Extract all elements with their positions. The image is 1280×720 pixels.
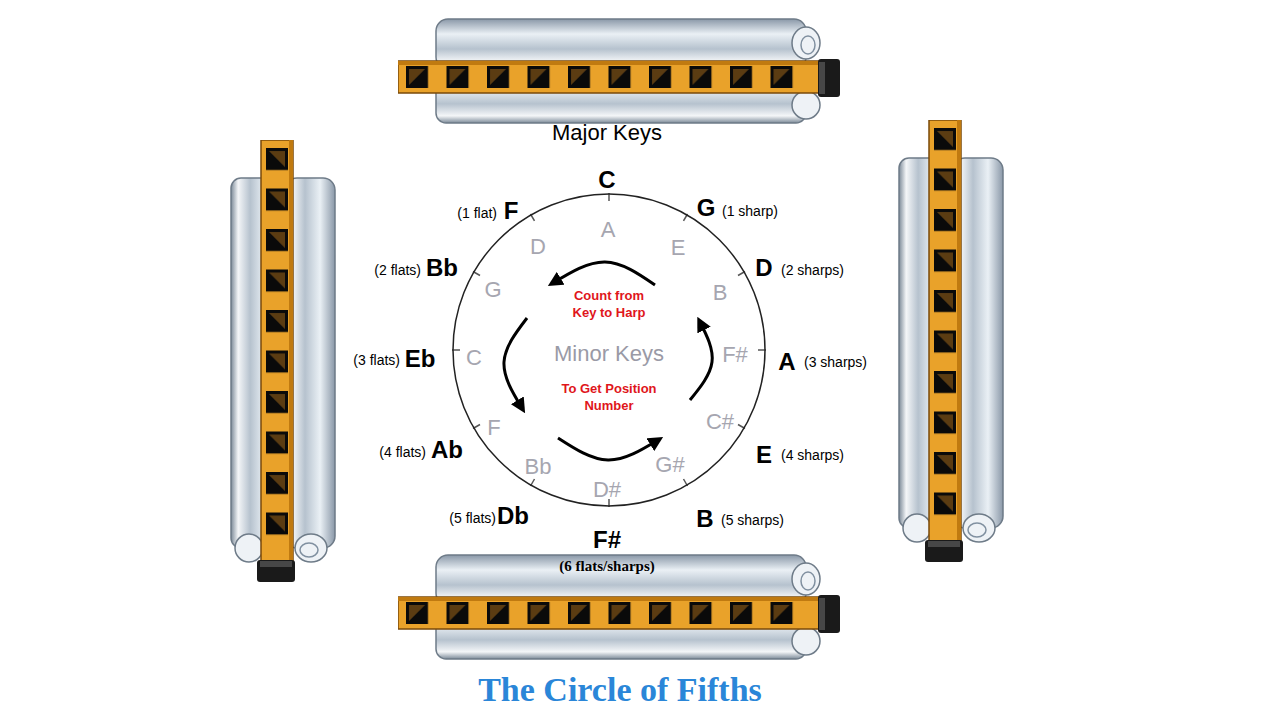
key-signature-note: (3 sharps): [804, 355, 867, 369]
minor-key-label: D: [530, 236, 546, 258]
major-key-label: Bb: [426, 256, 458, 280]
key-signature-note: (3 flats): [353, 353, 400, 367]
harmonica-bottom: [398, 555, 840, 659]
section-heading: Major Keys: [552, 122, 662, 144]
minor-key-label: G#: [655, 454, 684, 476]
minor-key-label: C#: [706, 411, 734, 433]
major-key-label: Ab: [431, 438, 463, 462]
harmonica-left: [231, 140, 335, 582]
minor-key-label: D#: [593, 479, 621, 501]
circle-ticks: [452, 193, 766, 507]
key-signature-note: (2 sharps): [781, 263, 844, 277]
key-signature-note: (6 flats/sharps): [559, 559, 654, 574]
key-signature-note: (5 sharps): [721, 513, 784, 527]
harmonica-top: [398, 19, 840, 123]
major-key-label: A: [778, 350, 795, 374]
instruction-text: To Get Position Number: [554, 381, 664, 415]
major-key-label: D: [755, 256, 772, 280]
direction-arrow: [553, 262, 655, 285]
major-key-label: Db: [497, 504, 529, 528]
key-signature-note: (5 flats): [449, 511, 496, 525]
circle-heading: Minor Keys: [554, 343, 664, 365]
major-key-label: F: [504, 199, 519, 223]
minor-key-label: E: [671, 237, 686, 259]
diagram-title: The Circle of Fifths: [478, 673, 762, 707]
key-signature-note: (1 flat): [457, 206, 497, 220]
key-signature-note: (1 sharp): [722, 204, 778, 218]
minor-key-label: B: [713, 282, 728, 304]
direction-arrow: [558, 438, 658, 460]
harmonica-right: [899, 120, 1003, 562]
minor-key-label: Bb: [525, 456, 552, 478]
major-key-label: B: [696, 507, 713, 531]
major-key-label: C: [598, 168, 615, 192]
circle-outline: [453, 194, 765, 506]
instruction-text: Count from Key to Harp: [564, 288, 654, 322]
major-key-label: F#: [593, 528, 621, 552]
key-signature-note: (4 sharps): [781, 448, 844, 462]
minor-key-label: C: [466, 347, 482, 369]
major-key-label: Eb: [405, 347, 436, 371]
major-key-label: G: [697, 196, 716, 220]
key-signature-note: (4 flats): [379, 445, 426, 459]
major-key-label: E: [756, 443, 772, 467]
direction-arrow: [504, 318, 527, 408]
direction-arrow: [690, 322, 712, 400]
minor-key-label: G: [484, 279, 501, 301]
minor-key-label: F#: [722, 344, 748, 366]
key-signature-note: (2 flats): [374, 263, 421, 277]
minor-key-label: A: [601, 219, 616, 241]
minor-key-label: F: [487, 417, 500, 439]
minor-key-circle: Count from Key to HarpMinor Keys To Get P…: [452, 193, 766, 507]
